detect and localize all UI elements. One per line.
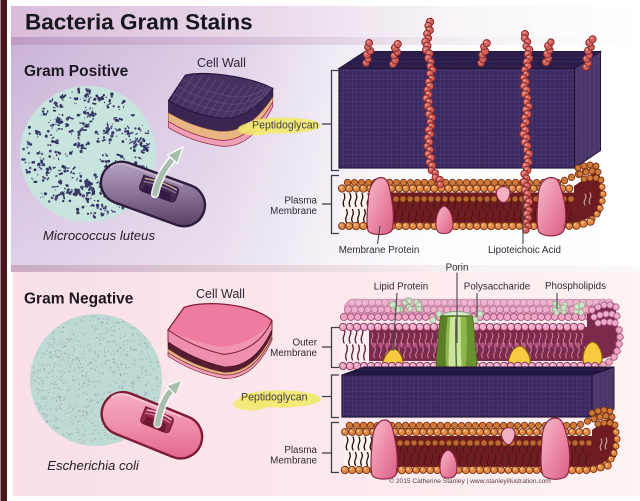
svg-text:Membrane: Membrane [270, 206, 317, 217]
svg-text:Gram Positive: Gram Positive [24, 63, 129, 80]
svg-text:Micrococcus luteus: Micrococcus luteus [43, 228, 156, 243]
svg-text:Plasma: Plasma [284, 196, 317, 207]
svg-text:Escherichia coli: Escherichia coli [47, 458, 140, 473]
svg-text:Membrane: Membrane [270, 348, 317, 359]
svg-text:Lipoteichoic Acid: Lipoteichoic Acid [488, 245, 561, 256]
svg-text:Membrane Protein: Membrane Protein [339, 245, 420, 256]
svg-text:Polysaccharide: Polysaccharide [464, 282, 531, 293]
svg-text:Plasma: Plasma [284, 445, 317, 456]
svg-text:Gram Negative: Gram Negative [24, 291, 134, 308]
svg-text:Outer: Outer [292, 338, 317, 349]
svg-text:Peptidoglycan: Peptidoglycan [241, 392, 308, 404]
svg-text:Cell Wall: Cell Wall [197, 56, 246, 70]
svg-text:© 2015 Catherine Stanley | www: © 2015 Catherine Stanley | www.stanleyil… [389, 477, 551, 485]
svg-text:Phospholipids: Phospholipids [545, 281, 606, 292]
svg-text:Lipid Protein: Lipid Protein [374, 282, 428, 293]
svg-text:Porin: Porin [446, 263, 469, 274]
svg-text:Bacteria Gram Stains: Bacteria Gram Stains [25, 10, 253, 35]
svg-text:Cell Wall: Cell Wall [196, 287, 245, 301]
svg-text:Membrane: Membrane [270, 456, 317, 467]
svg-text:Peptidoglycan: Peptidoglycan [252, 120, 319, 132]
